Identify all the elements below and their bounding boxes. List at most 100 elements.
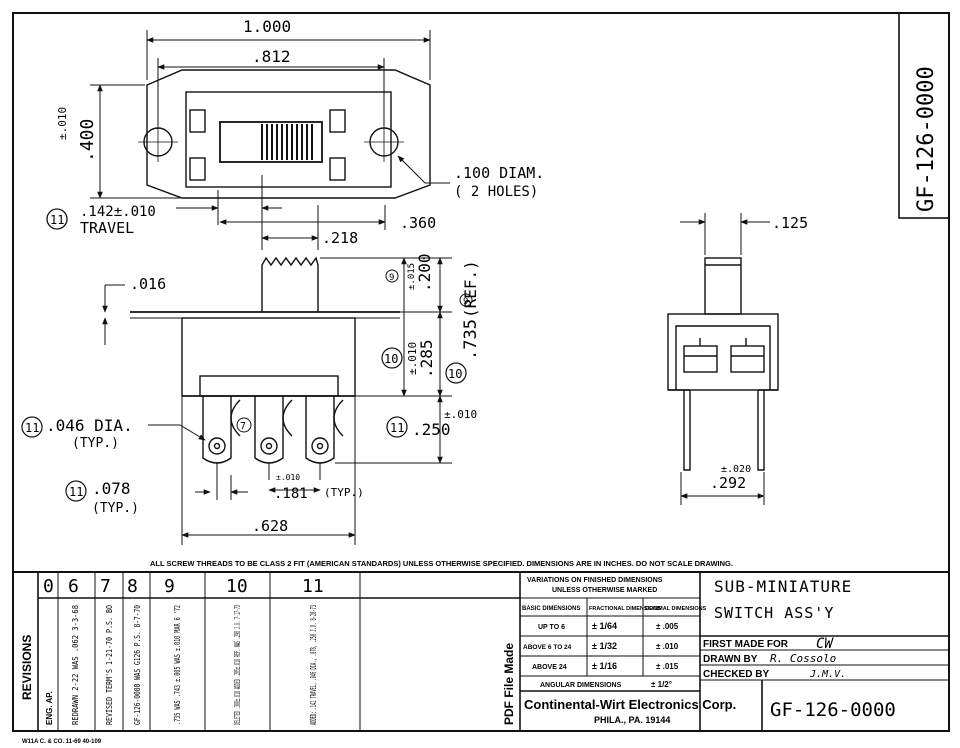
dim-735: .735 [461,319,481,360]
rev-num-7: 7 [100,576,111,597]
rev-entry-10: DELETED .300±.010 ADDED .285±.010 REF. W… [233,605,242,725]
dim-735-ref: (REF.) [461,260,480,318]
tol-row1-frac: ± 1/64 [592,621,617,631]
footer-code: W11A C. & CO. 11-69 40-109 [22,739,102,745]
note-balloon-078 [65,480,87,502]
drawing-number-title: GF-126-0000 [770,699,896,721]
top-view-dimensions [90,30,450,250]
rev-entry-8: GF-126-0000 WAS G126 P.S. 8-7-70 [133,605,142,725]
note-balloon-200-num: 9 [389,273,394,283]
dim-overall-width: 1.000 [243,17,291,36]
note-balloon-285 [381,347,403,369]
note-balloon-046 [21,416,43,438]
company-name: Continental-Wirt Electronics Corp. [524,697,736,712]
title-line-1: SUB-MINIATURE [714,577,852,596]
note-balloon-046-num: 11 [25,421,39,435]
tol-header-frac: FRACTIONAL DIMENSIONS [589,606,661,612]
end-view-dimensions [680,213,770,505]
note-balloon-contact-num: 7 [240,421,246,432]
end-view [667,257,779,471]
note-balloon-735 [445,362,467,384]
dim-046: .046 DIA. [46,416,133,435]
dim-height-tol: ±.010 [56,107,69,140]
dim-181-tol: ±.010 [276,473,300,482]
dim-078: .078 [92,479,131,498]
drawing-number-box: GF-126-0000 [898,12,950,219]
tol-header-basic: BASIC DIMENSIONS [522,606,580,612]
note-balloon-078-num: 11 [69,485,83,499]
note-balloon-735-num: 10 [448,367,462,381]
dim-250-tol: ±.010 [444,408,477,421]
dim-016: .016 [130,275,166,293]
tol-row2-dec: ± .010 [656,642,679,651]
dim-125: .125 [772,214,808,232]
dim-078-typ: (TYP.) [92,501,139,516]
dim-285: .285 [417,339,436,378]
tol-row3-dec: ± .015 [656,662,679,671]
dim-181: .181 [274,486,308,502]
rev-num-11: 11 [302,576,324,597]
tol-title-1: VARIATIONS ON FINISHED DIMENSIONS [527,577,663,584]
dim-250: .250 [412,420,451,439]
rev-num-6: 6 [68,576,79,597]
note-balloon-ref-num: 9 [463,297,468,307]
dim-292: .292 [710,474,746,492]
general-note: ALL SCREW THREADS TO BE CLASS 2 FIT (AME… [150,559,733,568]
note-balloon-250 [386,416,408,438]
drawn-by-label: DRAWN BY [703,654,758,665]
note-balloon-250-num: 11 [390,421,404,435]
dim-360: .360 [400,214,436,232]
tol-header-dec: DECIMAL DIMENSIONS [645,606,707,612]
dim-hole-count: ( 2 HOLES) [454,184,538,200]
rev-entry-11: ADDED: .142 TRAVEL, .046 DIA., .078, .25… [309,605,318,725]
side-view-dimensions [102,257,452,545]
tol-row1-dec: ± .005 [656,622,679,631]
drawn-by-value: R. Cossolo [770,652,836,665]
note-balloon-travel [46,208,68,230]
note-balloon-ref [459,293,473,307]
pdf-label: PDF File Made [502,643,516,725]
rev-num-8: 8 [127,576,138,597]
tol-row3-frac: ± 1/16 [592,661,617,671]
rev-num-9: 9 [164,576,175,597]
dim-height: .400 [77,119,98,162]
tol-title-2: UNLESS OTHERWISE MARKED [552,587,657,594]
dim-285-tol: ±.010 [406,342,419,375]
dim-travel-label: TRAVEL [80,219,134,237]
title-block-grid [13,571,949,731]
rev-entry-0: ENG. AP. [45,691,54,725]
tol-row2-basic: ABOVE 6 TO 24 [523,644,572,651]
dim-292-tol: ±.020 [721,464,751,475]
dim-046-typ: (TYP.) [72,436,119,451]
checked-by-value: J.M.V. [809,669,846,680]
dim-200-tol: ±.015 [407,263,417,290]
title-line-2: SWITCH ASS'Y [714,604,834,622]
dim-travel: .142±.010 [80,204,156,220]
sheet-border [12,12,950,732]
rev-entry-6: REDRAWN 2-22 WAS .062 3-3-68 [71,605,80,725]
tol-row1-basic: UP TO 6 [538,624,565,631]
tol-angular-val: ± 1/2° [651,680,672,689]
note-balloon-200 [385,269,399,283]
dim-628: .628 [252,517,288,535]
checked-by-label: CHECKED BY [703,669,769,680]
tol-angular: ANGULAR DIMENSIONS [540,682,622,689]
side-view [130,256,400,464]
note-balloon-travel-num: 11 [50,213,64,227]
revisions-label: REVISIONS [20,635,34,700]
drawing-number-vertical: GF-126-0000 [914,66,939,212]
dim-181-typ: (TYP.) [324,486,364,499]
note-balloon-285-num: 10 [384,352,398,366]
note-balloon-contact [236,417,252,433]
rev-num-10: 10 [226,576,248,597]
dim-hole-diam: .100 DIAM. [454,164,544,182]
tol-row3-basic: ABOVE 24 [532,664,567,671]
rev-entry-9: .735 WAS .743 ±.005 WAS ±.010 MAR 6 '72 [173,605,182,725]
rev-entry-7: REVISED TERM'S 1-21-70 P.S. BO [105,605,114,725]
dim-200: .200 [415,253,434,292]
tol-row2-frac: ± 1/32 [592,641,617,651]
first-made-value: CW [816,636,834,652]
top-view [138,69,431,199]
dim-218: .218 [322,229,358,247]
